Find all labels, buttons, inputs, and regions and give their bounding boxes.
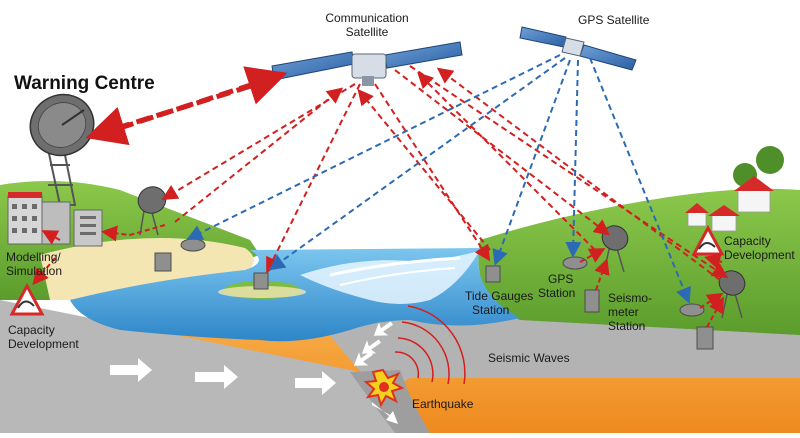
wave-crest-line [329,256,461,277]
seismometer-station-label-line3: Station [608,319,645,333]
plate-arrow-4 [372,402,398,424]
uplift-arrow-3 [353,351,373,366]
tide-gauge-cylinder [485,265,501,283]
communication-satellite-label-line2: Satellite [346,25,389,39]
link-right-to-comm [436,67,721,281]
link-tide-to-comm [357,88,491,251]
link-warning-centre-to-comm [119,66,288,131]
warning-centre-dish-icon [29,93,95,206]
capacity-development-right-label-line2: Development [724,248,795,262]
island-gauge-cylinder [253,272,269,290]
local-links [32,224,724,328]
gps-links [186,54,691,304]
plate-movement-arrows [110,358,398,424]
link-gps-to-island [268,57,566,271]
link-modelling-to-capacity [32,257,56,286]
link-right-cylinder-to-dish [706,296,724,328]
communication-satellite-label-line1: Communication [325,11,408,25]
link-comm-to-left-dish [161,83,356,201]
plate-arrow-3 [295,371,336,395]
uplift-arrow-2 [373,321,393,336]
seismometer-station-label-line2: meter [608,305,639,319]
link-gps-sensor-to-dish [579,248,606,263]
earthquake-label: Earthquake [412,397,474,411]
seismometer-cylinder [584,289,600,313]
link-gps-to-right-sensor [589,57,691,304]
tsunami-warning-sign-icon [9,282,45,316]
seismic-arc-3 [401,321,450,385]
link-comm-to-tide-gauge [374,83,491,262]
gps-station-sensor [562,256,588,270]
gps-station-label-line1: GPS [548,272,573,286]
link-modelling-to-centre [41,230,61,245]
island-beach [218,286,306,298]
tide-gauges-station-label-line2: Station [472,303,509,317]
tide-gauges-station-label-line1: Tide Gauges [465,289,533,303]
warning-centre-label: Warning Centre [14,73,155,94]
capacity-development-left-label-line1: Capacity [8,323,55,337]
seismic-arc-2 [397,337,434,383]
tsunami-wave [300,250,480,304]
link-left-dish-to-comm [174,87,344,223]
seismic-arc-4 [407,305,466,385]
sensors [154,238,714,350]
gps-station-label-line2: Station [538,286,575,300]
left-beach [40,238,254,300]
modelling-simulation-label-line1: Modelling/ [6,250,61,264]
wave-crest-line-2 [339,267,456,286]
link-gps-to-gps-station [565,59,582,258]
uplift-arrow-1 [361,339,381,354]
link-comm-to-gps-station [394,69,611,236]
oceanic-crust-left [0,300,420,433]
right-sensor [679,303,705,317]
link-gps-to-comm [417,72,596,251]
communication-links [161,65,729,281]
capacity-development-left-label-line2: Development [8,337,79,351]
earthquake-burst-icon [363,368,405,408]
right-cylinder [696,326,714,350]
capacity-development-right-label-line1: Capacity [724,234,771,248]
link-dish-to-modelling [101,224,166,242]
right-village-houses [685,146,784,232]
link-comm-to-right-station [409,65,729,279]
uplift-arrows [353,321,393,366]
link-gps-to-tide-gauge [492,59,571,266]
seismometer-station-label-line1: Seismo- [608,291,652,305]
seismic-wave-arcs [394,305,466,385]
modelling-simulation-label-line2: Simulation [6,264,62,278]
communication-satellite-icon [271,41,463,86]
link-dish-to-capacity [704,253,723,269]
coastal-dish-left-icon [137,186,167,236]
left-buoy [180,238,206,252]
plate-arrow-2 [195,365,238,389]
link-gps-to-left-buoy [186,54,561,240]
left-gauge-cylinder [154,252,172,272]
seismic-arc-1 [394,351,420,379]
gps-satellite-label: GPS Satellite [578,13,650,27]
plate-arrow-1 [110,358,152,382]
seismic-waves-label: Seismic Waves [488,351,570,365]
link-seismo-to-dish [594,258,610,291]
gps-satellite-icon [519,26,637,71]
